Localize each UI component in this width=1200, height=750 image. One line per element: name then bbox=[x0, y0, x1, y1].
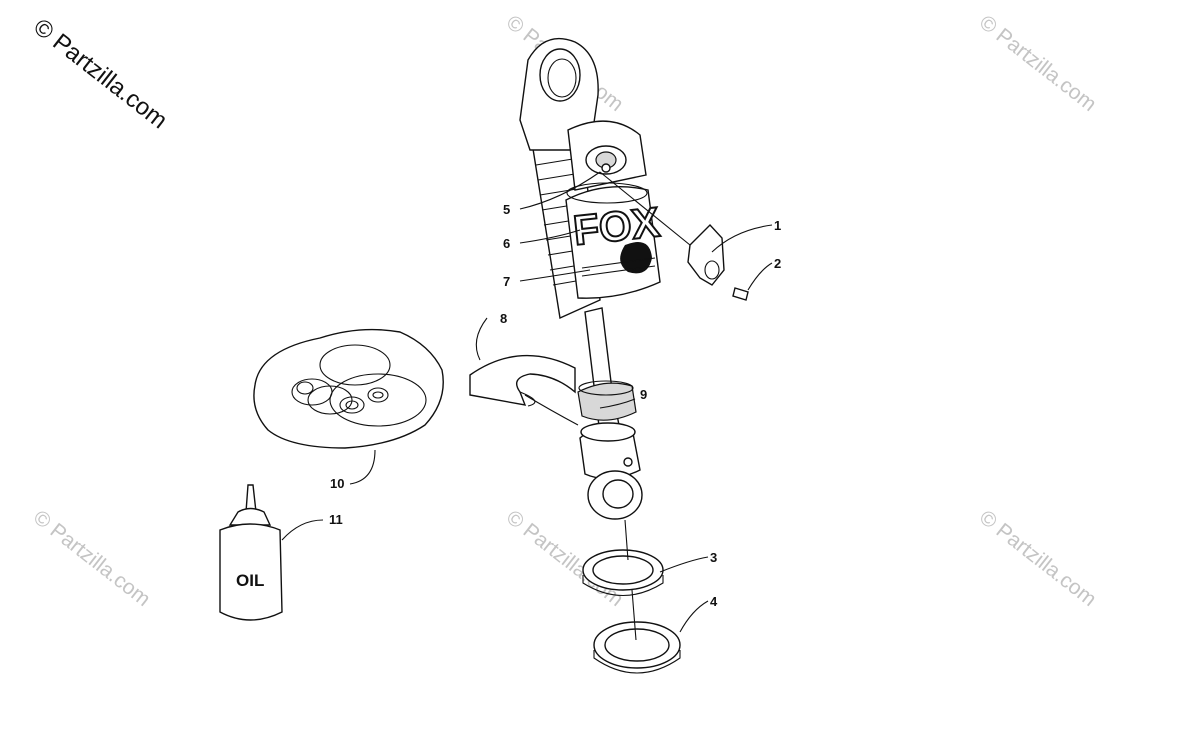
callout-1: 1 bbox=[774, 218, 781, 233]
callout-10: 10 bbox=[330, 476, 344, 491]
callout-4: 4 bbox=[710, 594, 718, 609]
brand-logo-text: FOX bbox=[571, 198, 662, 254]
watermark-top-right: © Partzilla.com bbox=[975, 11, 1101, 116]
leader-lines bbox=[281, 171, 773, 633]
oil-bottle-label: OIL bbox=[236, 571, 264, 590]
brand-logo-mark bbox=[620, 241, 652, 274]
callout-7: 7 bbox=[503, 274, 510, 289]
part-4-adjuster-nut bbox=[593, 621, 681, 674]
callout-3: 3 bbox=[710, 550, 717, 565]
part-9-bump-stop bbox=[577, 380, 637, 421]
callout-9: 9 bbox=[640, 387, 647, 402]
callout-2: 2 bbox=[774, 256, 781, 271]
callout-5: 5 bbox=[503, 202, 510, 217]
shock-absorber: FOX bbox=[519, 37, 663, 520]
callout-8: 8 bbox=[500, 311, 507, 326]
watermark-mid-right: © Partzilla.com bbox=[975, 506, 1101, 611]
part-1-adjuster-knob bbox=[687, 223, 725, 286]
part-8-spring-clip bbox=[469, 354, 576, 407]
watermark-primary: © Partzilla.com bbox=[28, 13, 172, 134]
watermark-mid-left: © Partzilla.com bbox=[29, 506, 155, 611]
part-3-lock-ring bbox=[582, 549, 664, 597]
part-11-oil-bottle: OIL bbox=[219, 484, 283, 621]
callout-6: 6 bbox=[503, 236, 510, 251]
part-10-seal-kit bbox=[253, 328, 444, 449]
callout-11: 11 bbox=[329, 512, 343, 527]
part-2-screw bbox=[732, 287, 749, 301]
